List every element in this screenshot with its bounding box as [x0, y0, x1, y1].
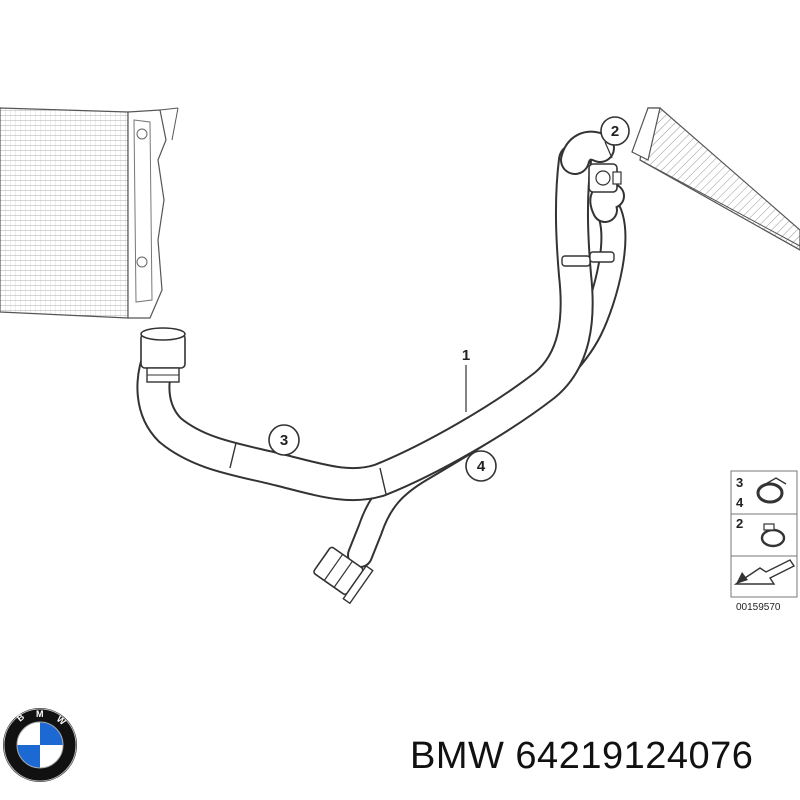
legend-row1-a: 3 — [736, 475, 743, 490]
arrow-icon — [733, 559, 796, 585]
hose-upper-ends — [560, 130, 625, 267]
radiator-left — [0, 107, 179, 319]
spring-clamp-icon — [760, 523, 786, 548]
callout-4: 4 — [465, 450, 497, 482]
legend-row1-b: 4 — [736, 495, 744, 510]
hose-clamp-icon — [756, 477, 787, 504]
leader-lines — [465, 141, 613, 412]
svg-text:B: B — [15, 711, 27, 723]
callout-2-label: 2 — [611, 123, 619, 140]
callout-4-label: 4 — [477, 458, 486, 475]
bmw-logo: B M W — [3, 708, 77, 782]
parts-legend: 3 4 2 — [730, 470, 798, 598]
part-number-caption: BMW 64219124076 — [410, 735, 754, 777]
radiator-right — [631, 107, 800, 251]
callout-2: 2 — [600, 116, 630, 146]
legend-row2: 2 — [736, 516, 743, 531]
callout-3-label: 3 — [280, 432, 288, 449]
callout-3: 3 — [268, 424, 300, 456]
callout-1-label: 1 — [462, 347, 470, 364]
reference-number: 00159570 — [736, 602, 781, 613]
svg-text:M: M — [36, 709, 44, 719]
hose-3 — [136, 143, 594, 502]
